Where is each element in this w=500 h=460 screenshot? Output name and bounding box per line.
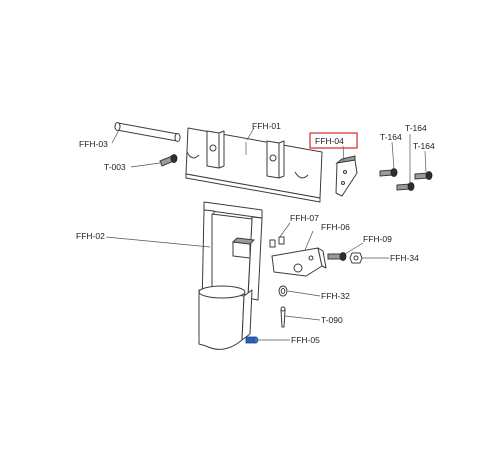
part-ffh-05 xyxy=(245,336,259,344)
label-ffh-03: FFH-03 xyxy=(79,139,108,149)
part-ffh-09-screw xyxy=(327,252,347,261)
label-t-003: T-003 xyxy=(104,162,126,172)
part-t-164-screws xyxy=(379,168,433,191)
label-ffh-07: FFH-07 xyxy=(290,213,319,223)
part-ffh-03-rod xyxy=(114,122,181,142)
part-ffh-02-housing xyxy=(198,201,263,350)
label-ffh-04: FFH-04 xyxy=(315,136,344,146)
label-t-164-c: T-164 xyxy=(413,141,435,151)
part-ffh-32-washer xyxy=(278,285,288,297)
part-ffh-34-nut xyxy=(349,252,363,264)
label-ffh-05: FFH-05 xyxy=(291,335,320,345)
label-ffh-09: FFH-09 xyxy=(363,234,392,244)
part-t-090-pin xyxy=(280,306,286,328)
label-ffh-06: FFH-06 xyxy=(321,222,350,232)
label-ffh-32: FFH-32 xyxy=(321,291,350,301)
label-ffh-01: FFH-01 xyxy=(252,121,281,131)
part-ffh-07-pins xyxy=(269,236,285,248)
label-ffh-02: FFH-02 xyxy=(76,231,105,241)
label-t-164-b: T-164 xyxy=(405,123,427,133)
label-t-090: T-090 xyxy=(321,315,343,325)
ffh-04-highlight-box xyxy=(309,132,358,149)
part-ffh-01-plate xyxy=(185,127,323,203)
label-t-164-a: T-164 xyxy=(380,132,402,142)
leader-lines xyxy=(105,127,427,341)
part-ffh-06-bracket xyxy=(271,247,327,277)
part-t-003-screw xyxy=(159,154,178,167)
part-ffh-04-bracket xyxy=(335,155,358,197)
label-ffh-34: FFH-34 xyxy=(390,253,419,263)
